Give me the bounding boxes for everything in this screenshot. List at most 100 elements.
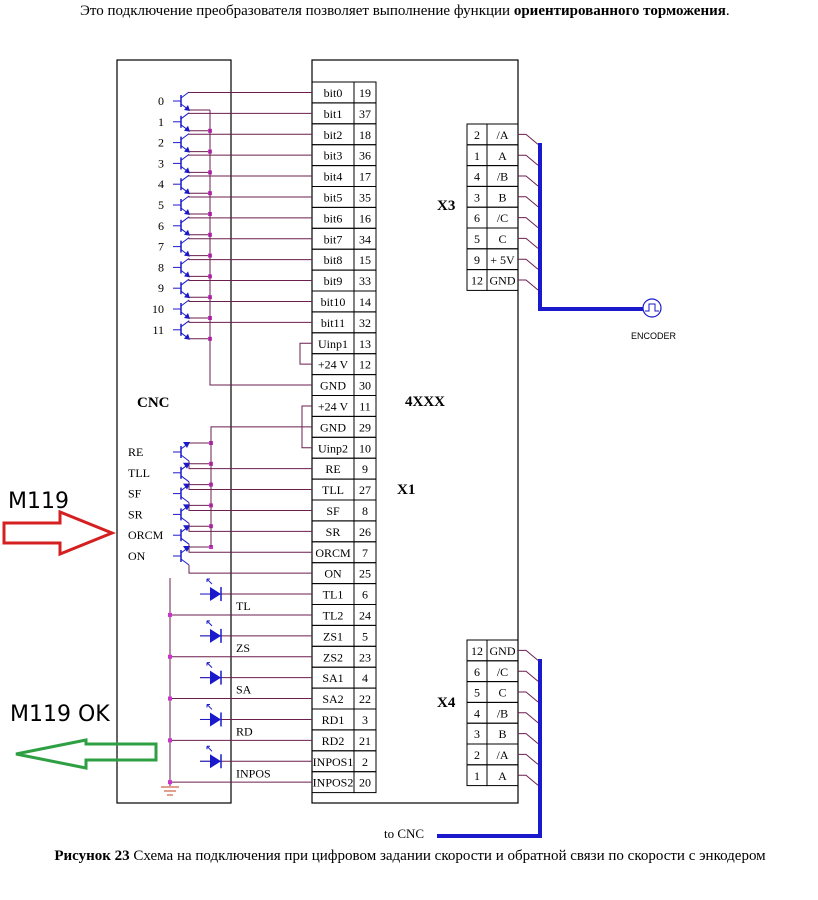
ctrl-arrow (183, 462, 190, 469)
bit-input-label: 5 (158, 198, 164, 212)
ctrl-wire (188, 544, 312, 553)
ctrl-arrow (183, 525, 190, 532)
ctrl-wire (188, 481, 312, 491)
m119-label: M119 (8, 489, 69, 514)
x1-pin-number: 11 (359, 400, 371, 414)
led-light-icon (206, 620, 213, 627)
x1-pin-number: 5 (362, 629, 368, 643)
led-icon (210, 712, 221, 727)
intro-bold-2: торможения (643, 3, 726, 19)
x4-pin-name: GND (490, 644, 516, 658)
x4-pin-name: A (498, 769, 507, 783)
led-icon (210, 754, 221, 769)
x1-pin-name: SF (326, 504, 340, 518)
output-label: ZS (236, 641, 250, 655)
bit-input-label: 0 (158, 94, 164, 108)
x4-lead (518, 712, 539, 724)
x4-lead (518, 753, 539, 765)
x1-pin-number: 29 (359, 420, 371, 434)
x1-pin-name: ON (324, 567, 342, 581)
x3-lead (518, 196, 539, 208)
bit-transistor-collector (180, 299, 190, 307)
x1-pin-name: bit5 (324, 191, 343, 205)
bit-wire (188, 196, 312, 198)
x1-pin-name: INPOS2 (313, 776, 354, 790)
x1-pin-number: 27 (359, 483, 371, 497)
x3-pin-number: 5 (474, 232, 480, 246)
x4-pin-number: 1 (474, 769, 480, 783)
x1-pin-number: 21 (359, 734, 371, 748)
bit-transistor-collector (180, 278, 190, 286)
bit-wire (188, 154, 312, 156)
ctrl-common-wire (210, 426, 312, 547)
x3-lead (518, 175, 539, 187)
x1-pin-number: 24 (359, 609, 371, 623)
ctrl-wire (188, 565, 312, 574)
x1-pin-number: 7 (362, 546, 368, 560)
x3-pin-number: 2 (474, 128, 480, 142)
x4-pin-name: /A (497, 748, 509, 762)
x1-pin-name: RD1 (322, 713, 345, 727)
x1-pin-name: ZS1 (323, 629, 343, 643)
x1-pin-name: SA2 (322, 692, 343, 706)
x4-pin-name: /B (497, 706, 508, 720)
intro-paragraph: Это подключение преобразователя позволяе… (40, 0, 780, 22)
led-icon (210, 628, 221, 643)
bit-input-label: 2 (158, 136, 164, 150)
x1-pin-number: 6 (362, 588, 368, 602)
intro-bold-1: ориентированного (513, 3, 640, 19)
junction-dot (168, 738, 172, 743)
x1-pin-number: 34 (359, 232, 371, 246)
control-input-label: ON (128, 549, 146, 563)
x3-pin-name: GND (490, 274, 516, 288)
x1-pin-number: 13 (359, 337, 371, 351)
output-label: SA (236, 683, 252, 697)
ctrl-arrow (183, 442, 190, 448)
x1-pin-number: 20 (359, 776, 371, 790)
bit-wire (188, 300, 312, 302)
x4-lead (518, 774, 539, 786)
bit-transistor-arrow (184, 125, 190, 132)
figure-caption: Рисунок 23 Схема на подключения при цифр… (40, 846, 780, 866)
x1-pin-number: 26 (359, 525, 371, 539)
x4-label: X4 (437, 695, 456, 711)
control-input-label: ORCM (128, 528, 164, 542)
junction-dot (168, 696, 172, 701)
bit-wire (188, 237, 312, 240)
x4-lead (518, 649, 539, 661)
junction-dot (168, 654, 172, 659)
led-light-icon (206, 703, 213, 710)
ctrl-wire (188, 523, 312, 532)
x1-pin-number: 30 (359, 379, 371, 393)
bit-wire (188, 320, 312, 323)
x3-lead (518, 217, 539, 228)
bit-transistor-collector (180, 112, 190, 120)
x3-pin-name: /A (497, 128, 509, 142)
bit-transistor-arrow (184, 292, 190, 299)
x3-cable (538, 143, 643, 311)
ctrl-collector (180, 517, 190, 524)
m119-ok-label: M119 OK (10, 702, 110, 727)
intro-text: Это подключение преобразователя позволяе… (80, 3, 514, 19)
control-input-label: RE (128, 445, 143, 459)
bit-input-label: 8 (158, 260, 164, 274)
x3-pin-number: 12 (471, 274, 483, 288)
bit-transistor-collector (180, 195, 190, 203)
x3-pin-name: A (498, 149, 507, 163)
x1-pin-number: 12 (359, 358, 371, 372)
x1-pin-number: 16 (359, 211, 371, 225)
x1-pin-number: 15 (359, 253, 371, 267)
bit-input-label: 9 (158, 281, 164, 295)
x4-lead (518, 670, 539, 682)
x1-pin-name: RE (325, 462, 340, 476)
x1-pin-cell (353, 771, 377, 794)
uinp1-jumper (299, 342, 312, 365)
x4-pin-number: 12 (471, 644, 483, 658)
x1-pin-name: ORCM (315, 546, 351, 560)
x1-pin-name: SR (326, 525, 341, 539)
bit-transistor-arrow (184, 146, 190, 153)
x1-pin-number: 37 (359, 107, 371, 121)
